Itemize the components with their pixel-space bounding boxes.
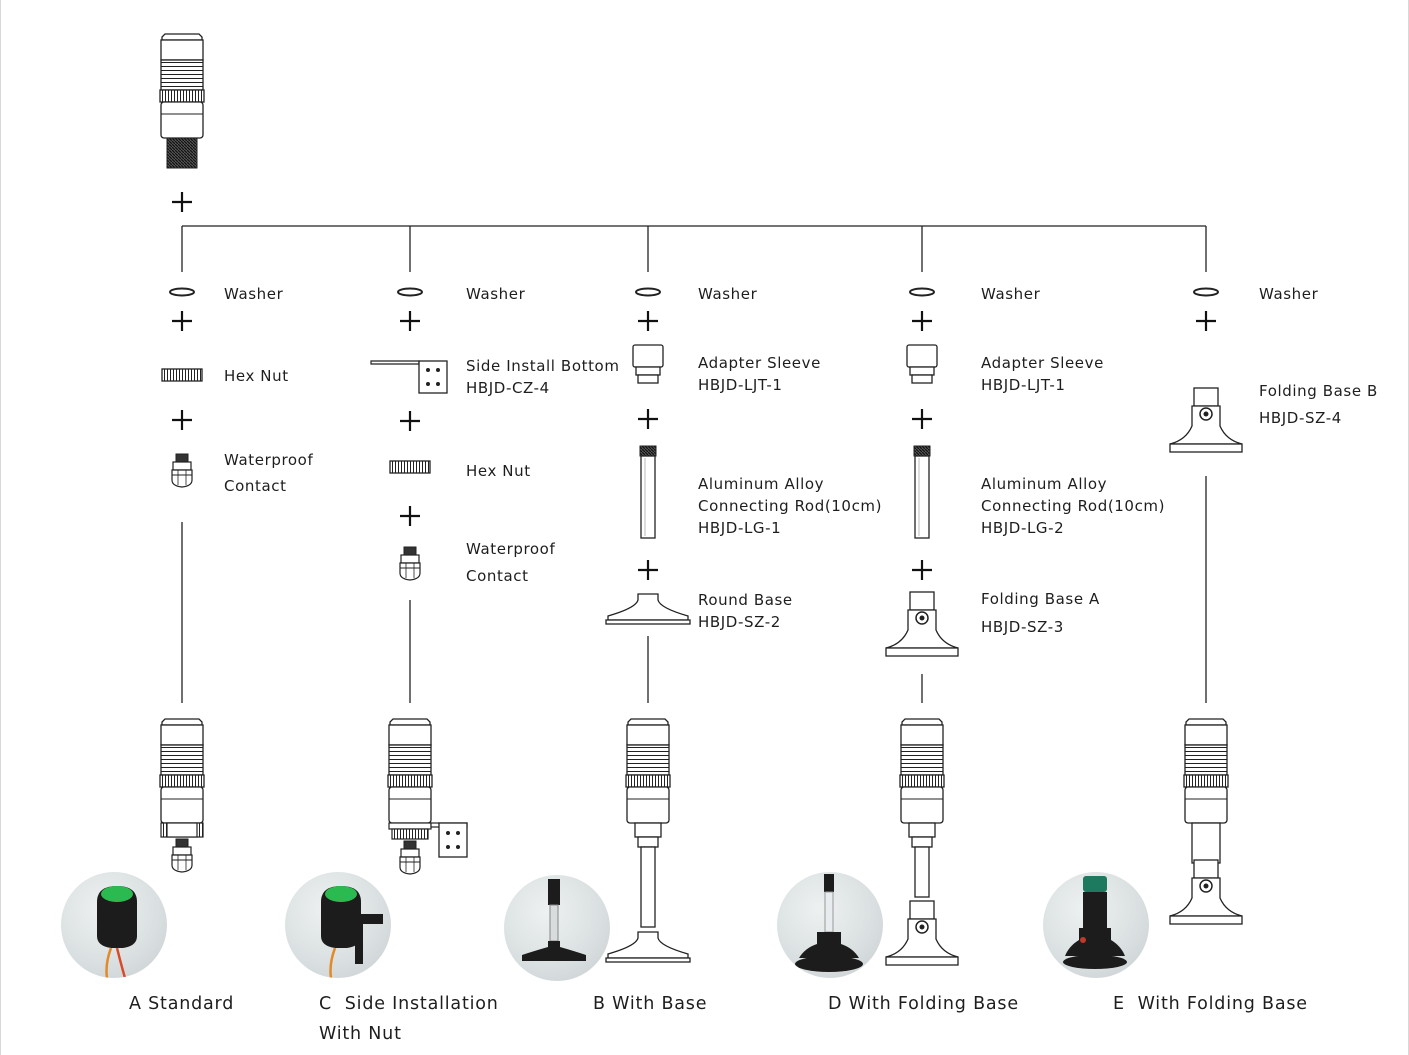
- part-label-e-folding-base-b: Folding Base B HBJD-SZ-4: [1259, 382, 1378, 427]
- round-base-icon: [605, 593, 691, 625]
- part-label-d-washer: Washer: [981, 285, 1041, 303]
- part-label-c-side-install: Side Install Bottom HBJD-CZ-4: [466, 357, 620, 397]
- product-photo-e: [1043, 872, 1149, 978]
- washer-icon: [397, 287, 423, 297]
- part-label-d-adapter-sleeve: Adapter Sleeve HBJD-LJT-1: [981, 354, 1104, 394]
- top-signal-light-icon: [159, 33, 205, 169]
- plus-icon: [910, 309, 934, 333]
- part-label-b-round-base: Round Base HBJD-SZ-2: [698, 591, 793, 631]
- plus-icon: [170, 408, 194, 432]
- folding-base-icon: [885, 591, 959, 657]
- product-photo-b: [504, 875, 610, 981]
- washer-icon: [169, 287, 195, 297]
- part-label-c-washer: Washer: [466, 285, 526, 303]
- waterproof-contact-icon: [399, 546, 421, 581]
- plus-icon: [910, 558, 934, 582]
- connecting-rod-icon: [639, 445, 657, 539]
- plus-icon: [170, 309, 194, 333]
- part-label-b-washer: Washer: [698, 285, 758, 303]
- assembled-e-icon: [1169, 718, 1243, 925]
- plus-icon: [636, 309, 660, 333]
- hex-nut-icon: [389, 460, 431, 474]
- product-photo-a: [61, 872, 167, 978]
- part-label-a-washer: Washer: [224, 285, 284, 303]
- side-bracket-icon: [370, 360, 448, 394]
- caption-b: B With Base: [593, 994, 708, 1014]
- plus-icon: [636, 558, 660, 582]
- hex-nut-icon: [161, 368, 203, 382]
- part-label-c-waterproof-contact: Waterproof Contact: [466, 540, 556, 585]
- plus-icon: [636, 407, 660, 431]
- assembled-c-icon: [387, 718, 468, 875]
- part-label-a-waterproof-contact: Waterproof Contact: [224, 451, 314, 495]
- plus-icon: [398, 409, 422, 433]
- part-label-a-hex-nut: Hex Nut: [224, 367, 289, 385]
- adapter-sleeve-icon: [906, 344, 938, 384]
- part-label-d-folding-base-a: Folding Base A HBJD-SZ-3: [981, 590, 1100, 636]
- part-label-c-hex-nut: Hex Nut: [466, 462, 531, 480]
- part-label-d-connecting-rod: Aluminum Alloy Connecting Rod(10cm) HBJD…: [981, 475, 1166, 537]
- caption-c: C Side Installation With Nut: [319, 994, 499, 1044]
- assembled-a-icon: [159, 718, 205, 873]
- connecting-rod-icon: [913, 445, 931, 539]
- product-photo-d: [777, 872, 883, 978]
- product-photo-c: [285, 872, 391, 978]
- washer-icon: [909, 287, 935, 297]
- assembled-b-icon: [605, 718, 691, 963]
- caption-d: D With Folding Base: [828, 994, 1019, 1014]
- folding-base-icon: [1169, 387, 1243, 453]
- plus-icon: [170, 190, 194, 214]
- caption-e: E With Folding Base: [1113, 994, 1308, 1014]
- part-label-b-adapter-sleeve: Adapter Sleeve HBJD-LJT-1: [698, 354, 821, 394]
- caption-a: A Standard: [129, 994, 235, 1014]
- waterproof-contact-icon: [171, 453, 193, 488]
- plus-icon: [910, 407, 934, 431]
- plus-icon: [398, 504, 422, 528]
- connector-lines: [181, 225, 1207, 703]
- adapter-sleeve-icon: [632, 344, 664, 384]
- part-label-e-washer: Washer: [1259, 285, 1319, 303]
- plus-icon: [1194, 309, 1218, 333]
- part-label-b-connecting-rod: Aluminum Alloy Connecting Rod(10cm) HBJD…: [698, 475, 883, 537]
- washer-icon: [635, 287, 661, 297]
- washer-icon: [1193, 287, 1219, 297]
- plus-icon: [398, 309, 422, 333]
- assembled-d-icon: [885, 718, 959, 966]
